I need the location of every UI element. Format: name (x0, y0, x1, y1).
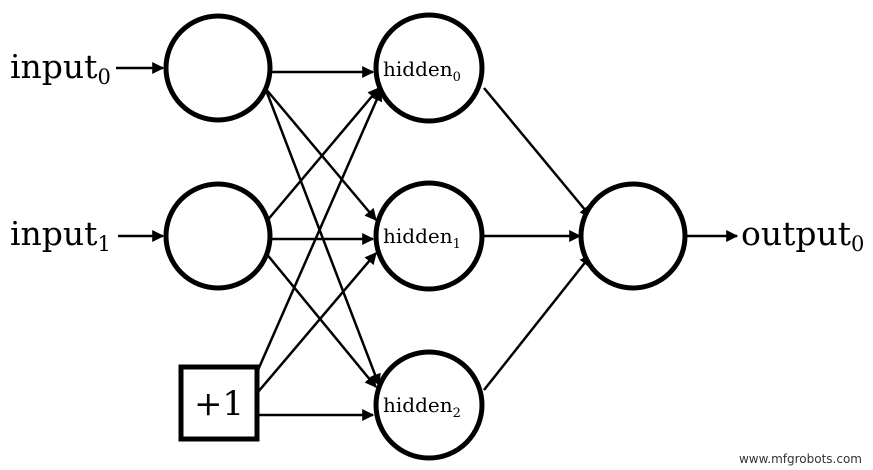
edge-bias-hidden0 (256, 88, 383, 371)
hidden-label-0-text: hidden (383, 57, 453, 81)
edge-input0-hidden1 (264, 87, 377, 221)
hidden-node-2 (373, 349, 485, 461)
hidden-label-1: hidden1 (383, 224, 461, 252)
output-label-subscript: 0 (851, 232, 864, 256)
hidden-label-2: hidden2 (383, 393, 461, 421)
input-label-0: input0 (10, 47, 111, 89)
input-node-0 (163, 13, 273, 123)
edge-input0-hidden2 (264, 89, 381, 387)
bias-label: +1 (194, 384, 244, 424)
input-label-0-text: input (10, 47, 97, 86)
input-label-1-text: input (10, 214, 97, 253)
edge-input1-hidden0 (265, 87, 380, 223)
hidden-label-1-subscript: 1 (453, 237, 461, 252)
input-label-1: input1 (10, 214, 111, 256)
hidden-label-0-subscript: 0 (453, 70, 461, 85)
edge-bias-hidden1 (257, 252, 377, 393)
input-label-0-subscript: 0 (97, 65, 110, 89)
hidden-label-0: hidden0 (383, 57, 461, 85)
output-node (578, 181, 688, 291)
input-node-1 (163, 181, 273, 291)
edge-hidden0-output (483, 87, 592, 218)
bias-box (178, 364, 260, 442)
hidden-node-0 (373, 12, 485, 124)
output-label-text: output (741, 214, 851, 253)
watermark: www.mfgrobots.com (739, 452, 862, 466)
hidden-label-2-subscript: 2 (453, 406, 461, 421)
hidden-label-1-text: hidden (383, 224, 453, 248)
edge-hidden2-output (483, 254, 592, 391)
hidden-node-1 (373, 180, 485, 292)
output-label: output0 (741, 214, 864, 256)
input-label-1-subscript: 1 (97, 232, 110, 256)
hidden-label-2-text: hidden (383, 393, 453, 417)
